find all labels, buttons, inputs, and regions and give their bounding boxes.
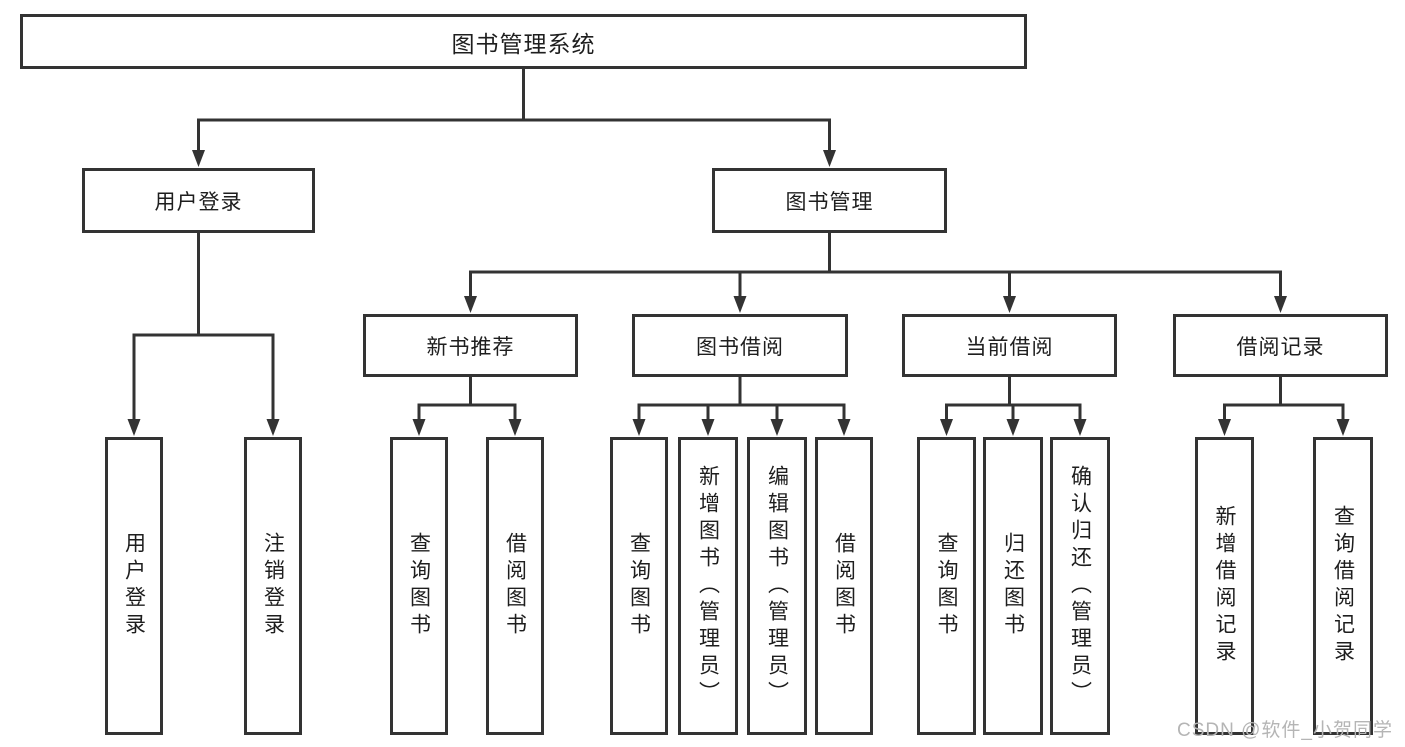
leaf-add-borrow-record: 新增借阅记录	[1195, 437, 1254, 735]
arrowhead	[1006, 419, 1020, 436]
leaf-add-book-admin: 新增图书（管理员）	[678, 437, 738, 735]
arrowhead	[1073, 419, 1087, 436]
leaf-label: 新增借阅记录	[1213, 505, 1236, 667]
leaf-query-borrow-record: 查询借阅记录	[1313, 437, 1373, 735]
connector-current-to-leaves	[945, 377, 1082, 420]
node-current-borrow: 当前借阅	[902, 314, 1117, 377]
arrowhead	[192, 150, 205, 167]
arrowhead	[508, 419, 522, 436]
arrowhead	[632, 419, 646, 436]
leaf-label: 新增图书（管理员）	[696, 464, 720, 708]
node-book-management: 图书管理	[712, 168, 947, 233]
leaf-query-book-recommend: 查询图书	[390, 437, 448, 735]
leaf-label: 查询借阅记录	[1331, 505, 1355, 667]
leaf-label: 借阅图书	[503, 532, 527, 640]
arrowheads	[127, 150, 1350, 436]
arrowhead	[823, 150, 836, 167]
arrowhead	[733, 296, 747, 313]
connector-newbook-to-leaves	[417, 377, 517, 420]
leaf-return-book: 归还图书	[983, 437, 1043, 735]
leaf-user-login: 用户登录	[105, 437, 163, 735]
leaf-label: 查询图书	[407, 532, 431, 640]
leaf-label: 注销登录	[261, 532, 285, 640]
arrowhead	[127, 419, 141, 436]
connector-borrow-to-leaves	[637, 377, 846, 420]
leaf-borrow-book: 借阅图书	[815, 437, 873, 735]
arrowhead	[464, 296, 477, 313]
arrowhead	[412, 419, 426, 436]
node-new-book-recommend: 新书推荐	[363, 314, 578, 377]
leaf-confirm-return-admin: 确认归还（管理员）	[1050, 437, 1110, 735]
leaf-label: 查询图书	[935, 532, 958, 640]
leaf-borrow-book-recommend: 借阅图书	[486, 437, 544, 735]
connector-records-to-leaves	[1223, 377, 1345, 420]
arrowhead	[1274, 296, 1287, 313]
leaf-logout: 注销登录	[244, 437, 302, 735]
node-borrow-records: 借阅记录	[1173, 314, 1388, 377]
leaf-label: 用户登录	[122, 532, 146, 640]
connector-bookmgmt-to-level3	[469, 233, 1282, 297]
arrowhead	[940, 419, 953, 436]
leaf-query-book-borrow: 查询图书	[610, 437, 668, 735]
leaf-label: 编辑图书（管理员）	[765, 464, 789, 708]
leaf-edit-book-admin: 编辑图书（管理员）	[747, 437, 807, 735]
leaf-label: 确认归还（管理员）	[1068, 464, 1092, 708]
arrowhead	[266, 419, 280, 436]
leaf-label: 归还图书	[1001, 532, 1025, 640]
arrowhead	[1218, 419, 1231, 436]
arrowhead	[1003, 296, 1016, 313]
leaf-query-book-current: 查询图书	[917, 437, 976, 735]
node-user-login: 用户登录	[82, 168, 315, 233]
arrowhead	[837, 419, 851, 436]
connector-userlogin-to-leaves	[132, 233, 275, 420]
node-library-management-system: 图书管理系统	[20, 14, 1027, 69]
arrowhead	[770, 419, 784, 436]
arrowhead	[701, 419, 715, 436]
leaf-label: 查询图书	[627, 532, 651, 640]
node-book-borrow: 图书借阅	[632, 314, 848, 377]
leaf-label: 借阅图书	[832, 532, 856, 640]
arrowhead	[1336, 419, 1350, 436]
connector-root-to-level2	[197, 69, 831, 152]
csdn-watermark: CSDN @软件_小贺同学	[1177, 720, 1393, 741]
